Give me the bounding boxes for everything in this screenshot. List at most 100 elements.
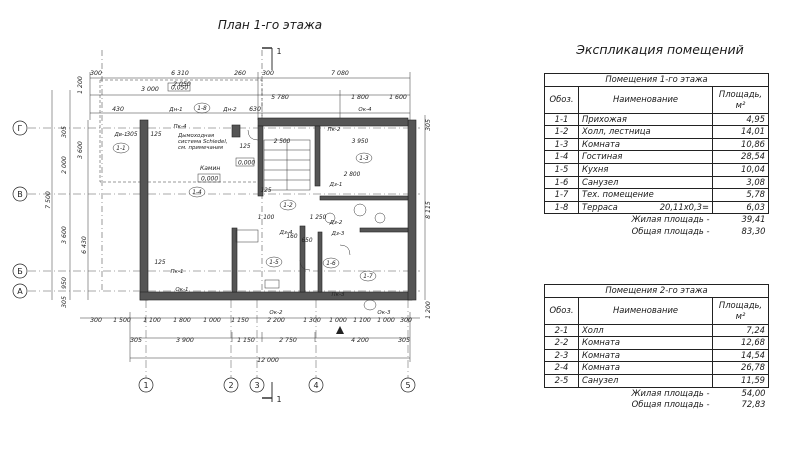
room-marker: 1-8: [197, 106, 207, 112]
row-name: Кухня: [578, 162, 713, 177]
row-area: 4,95: [711, 112, 770, 127]
dim-text: 1 600: [389, 94, 407, 101]
living-area-value: 39,41: [741, 214, 766, 225]
dim-text: 1 200: [425, 301, 432, 319]
row-name: Комната: [578, 137, 713, 152]
dim-text: 2 050: [173, 81, 191, 88]
floor2-table: Помещения 2-го этажа Обоз. Наименование …: [543, 284, 770, 411]
room-markers: 1-1 1-2 1-3 1-4 1-5 1-6 1-7 1-8: [116, 106, 373, 280]
fireplace-label: Камин: [200, 165, 220, 172]
dim-text: 7 500: [45, 191, 52, 209]
dim-text: 1 000: [203, 317, 221, 324]
section-mark-bottom: 1: [276, 395, 281, 404]
total-area-label: Общая площадь -: [631, 225, 710, 236]
row-code: 2-5: [544, 373, 579, 388]
dim-text: 1 100: [258, 215, 275, 221]
row-area: 28,54: [711, 150, 770, 164]
axis-markers: [12, 120, 416, 393]
dim-text: 6 310: [171, 70, 189, 77]
dim-text: 305: [61, 296, 68, 308]
room-marker: 1-1: [116, 146, 125, 152]
tag: Дв-1: [113, 132, 127, 138]
dim-text: 300: [90, 70, 102, 77]
fixtures: [235, 129, 386, 311]
total-area-label: Общая площадь -: [631, 399, 710, 410]
col-name-header: Наименование: [578, 296, 713, 325]
dim-text: 305: [398, 337, 410, 344]
tag: Ок-1: [175, 287, 188, 293]
row-area: 7,24: [711, 323, 770, 338]
walls: [139, 117, 417, 301]
dim-text: 3 600: [61, 226, 68, 244]
level-hall: 0,000: [238, 160, 255, 167]
row-area: 12,68: [711, 336, 770, 350]
entrance-arrow-icon: [336, 326, 344, 334]
row-name: Прихожая: [578, 112, 713, 127]
floor1-caption: Помещения 1-го этажа: [543, 73, 770, 87]
level-living: 0,000: [201, 176, 218, 183]
dim-text: 1 800: [351, 94, 369, 101]
row-code: 2-3: [544, 348, 579, 363]
col-code-header: Обоз.: [544, 85, 579, 114]
tag: Пк-3: [332, 292, 345, 298]
row-code: 2-2: [544, 336, 579, 350]
dim-text: 1 000: [329, 317, 347, 324]
dim-text: 3 900: [176, 337, 194, 344]
tag: Дз-3: [331, 231, 345, 237]
explication-title: Экспликация помещений: [576, 42, 744, 57]
floor2-caption: Помещения 2-го этажа: [543, 284, 770, 298]
row-area: 14,54: [711, 348, 770, 363]
dim-text: 300: [400, 317, 412, 324]
dimension-texts: 6 310 260 7 080 3 000 2 050 5 780 1 800 …: [90, 70, 412, 364]
tag: Дз-4: [279, 230, 293, 236]
row-code: 1-6: [544, 175, 579, 190]
dim-text: 1 500: [113, 317, 131, 324]
room-marker: 1-5: [269, 260, 279, 266]
dim-text: 1 000: [377, 317, 395, 324]
room-marker: 1-6: [326, 261, 336, 267]
row-area: 6,03: [711, 200, 770, 215]
axis-label-4: 4: [313, 381, 318, 390]
dim-text: 430: [112, 106, 124, 113]
row-code: 1-1: [544, 112, 579, 127]
row-code: 2-1: [544, 323, 579, 338]
dim-text: 6 430: [81, 236, 88, 254]
room-marker: 1-2: [283, 203, 293, 209]
row-code: 1-7: [544, 188, 579, 202]
living-area-value: 54,00: [741, 387, 766, 398]
row-area: 11,59: [711, 373, 770, 388]
dim-text: 300: [90, 317, 102, 324]
tag: Дз-1: [329, 182, 343, 188]
dim-text: 305: [126, 132, 137, 138]
dim-text: 630: [249, 106, 261, 113]
axis-label-5: 5: [405, 381, 410, 390]
dim-text: 650: [301, 238, 312, 244]
dim-text: 5 780: [271, 94, 289, 101]
dim-text: 3 600: [77, 141, 84, 159]
row-area: 3,08: [711, 175, 770, 190]
row-name: Холл, лестница: [578, 125, 713, 139]
dim-text: 950: [61, 277, 68, 289]
dim-text: 125: [150, 132, 161, 138]
dim-text: 125: [239, 144, 250, 150]
dim-text: 300: [262, 70, 274, 77]
dim-text: 1 150: [237, 337, 255, 344]
chimney-note: Дымоходная система Schiedel, см. примеча…: [178, 133, 228, 151]
axis-label-3: 3: [254, 381, 259, 390]
row-name: Комната: [578, 336, 713, 350]
col-name-header: Наименование: [578, 85, 713, 114]
row-formula: 20,11x0,3=: [659, 201, 709, 212]
dim-text: 305: [130, 337, 142, 344]
tag: Дн-1: [168, 107, 182, 113]
row-area: 5,78: [711, 188, 770, 202]
dim-text: 3 000: [141, 86, 159, 93]
dim-text: 305: [61, 126, 68, 138]
dim-text: 160: [286, 234, 297, 240]
